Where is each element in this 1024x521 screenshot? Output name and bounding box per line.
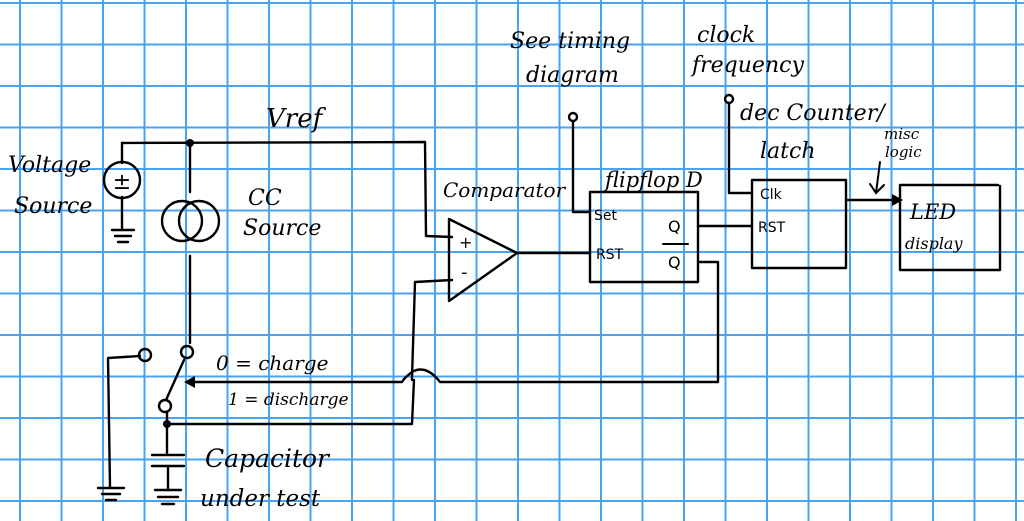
clock-input-terminal [723, 93, 735, 105]
capacitor-junction-dot [163, 420, 171, 428]
vref-junction-dot [186, 139, 194, 147]
clock-input-wire [727, 101, 754, 195]
comparator-symbol: + - [447, 217, 519, 303]
ground-icon [110, 228, 136, 244]
cc-source-label-1: CC [248, 186, 282, 211]
ff-rst-pin: RST [596, 247, 624, 263]
ground-icon [96, 486, 126, 502]
vref-rail [120, 140, 454, 239]
counter-rst-pin: RST [758, 220, 786, 236]
comparator-minus-pin: - [461, 262, 468, 283]
dec-counter-block: Clk RST [750, 178, 848, 270]
misc-logic-label-1: misc [884, 125, 920, 143]
voltage-source-label-1: Voltage [8, 153, 91, 178]
vref-label: Vref [266, 104, 327, 134]
clock-label-1: clock [697, 23, 755, 48]
charge-discharge-switch [137, 344, 195, 414]
switch-charge-contact [179, 344, 195, 360]
misc-logic-arrow [869, 161, 885, 195]
led-label-2: display [905, 234, 963, 253]
voltage-source-label-2: Source [14, 194, 92, 219]
clock-label-2: frequency [690, 53, 804, 78]
misc-logic-label-2: logic [885, 143, 922, 161]
wires [106, 101, 903, 489]
comparator-plus-pin: + [459, 233, 472, 252]
led-input-arrowhead [892, 194, 903, 206]
counter-label-1: dec Counter/ [740, 101, 887, 126]
comparator-label: Comparator [443, 178, 567, 202]
capacitor-symbol [150, 453, 186, 506]
voltage-source-polarity: ± [113, 170, 131, 195]
timing-label-1: See timing [510, 29, 630, 54]
capacitor-label-1: Capacitor [205, 444, 331, 473]
switch-state-charge: 0 = charge [216, 351, 328, 375]
counter-clk-pin: Clk [760, 187, 783, 203]
counter-label-2: latch [760, 139, 815, 164]
led-display-block [898, 183, 1002, 272]
feedback-wire [188, 260, 720, 384]
timing-input-terminal [567, 111, 579, 123]
ff-qbar-pin: Q [668, 253, 681, 272]
switch-common-contact [157, 398, 173, 414]
sense-wire [168, 278, 454, 426]
discharge-ground-wire [106, 354, 142, 489]
timing-label-2: diagram [526, 63, 619, 88]
switch-blade [164, 358, 186, 402]
ff-set-pin: Set [594, 208, 618, 224]
cc-source-symbol [160, 199, 221, 243]
ground-icon [153, 488, 183, 506]
flipflop-block: Set RST Q Q [588, 190, 700, 284]
led-label-1: LED [909, 200, 956, 224]
cc-source-label-2: Source [243, 216, 321, 241]
switch-state-discharge: 1 = discharge [228, 390, 349, 410]
switch-ground-contact [137, 347, 153, 363]
flipflop-label: flipflop D [603, 168, 703, 192]
feedback-arrowhead [184, 376, 195, 388]
voltage-source-symbol: ± [102, 160, 142, 200]
capacitor-label-2: under test [200, 486, 321, 512]
timing-input-wire [571, 120, 592, 214]
ff-q-pin: Q [668, 217, 681, 236]
